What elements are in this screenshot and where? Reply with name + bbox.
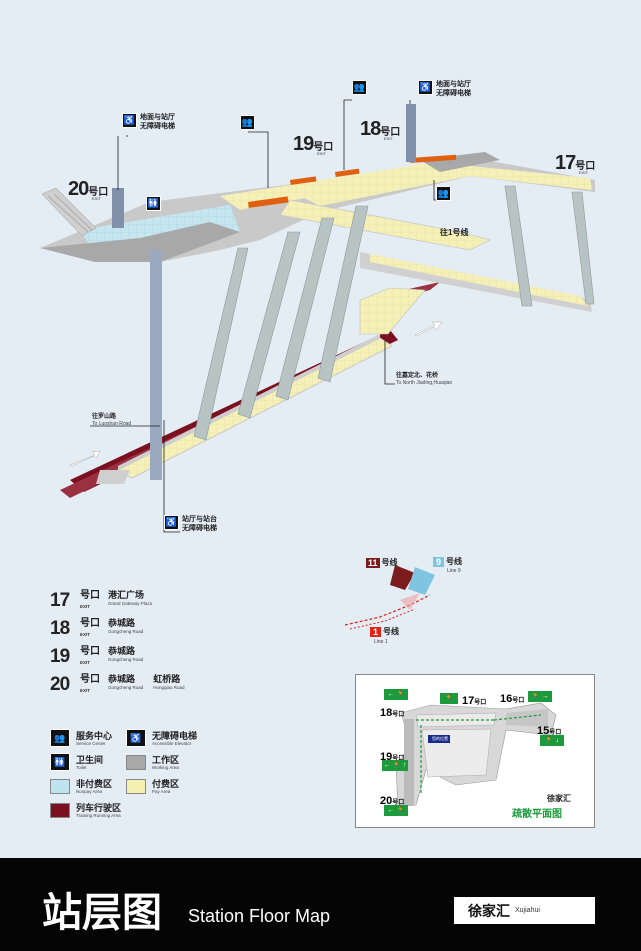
- exit-sign-left-icon: ← 🏃: [384, 805, 408, 816]
- exit-18-label: 18号口 EXIT: [360, 118, 401, 141]
- to-line1-label: 往1号线: [440, 228, 469, 237]
- evacuation-plan: 您的位置 17号口 16号口 15号口 18号口 19号口 20号口 ← 🏃 🏃…: [355, 674, 595, 828]
- accessible-elevator-icon: ♿: [164, 515, 179, 530]
- exit20-stairs: [41, 187, 97, 237]
- escalators: [193, 185, 595, 441]
- accessible-elevator-icon: ♿: [122, 113, 137, 128]
- line1-badge: 1 号线: [370, 627, 399, 637]
- footer-bar: 站层图 Station Floor Map 徐家汇 Xujiahui: [0, 858, 641, 951]
- line-mini-diagram: [344, 565, 435, 630]
- nonpay-swatch: [50, 778, 70, 794]
- line9-badge: 9 号线: [433, 557, 462, 567]
- station-3d-diagram: [40, 99, 595, 533]
- exit-sign-down-icon: 🏃 ↓: [540, 735, 564, 746]
- pay-swatch: [126, 778, 146, 794]
- plan-station-name: 徐家汇: [547, 794, 571, 803]
- to-luoshan-label: 往罗山路 To Luoshan Road: [92, 414, 132, 427]
- arrow-luoshan: [69, 450, 101, 467]
- line1-en: Line 1: [374, 639, 388, 645]
- toilet-icon: 🚻: [146, 196, 161, 211]
- working-swatch: [126, 754, 146, 770]
- service-center-icon: 👥: [352, 80, 367, 95]
- exit-sign-right-icon: 🏃 →: [528, 691, 552, 702]
- callout-elevator-right: ♿ 地面与站厅无障碍电梯: [418, 80, 471, 97]
- exit-sign-left-icon: ← 🏃: [384, 689, 408, 700]
- service-center-icon: 👥: [240, 115, 255, 130]
- plan-exit-18: 18号口: [380, 707, 405, 719]
- concourse-level: [40, 152, 595, 262]
- station-name-cn: 徐家汇: [468, 902, 510, 919]
- running-swatch: [50, 802, 70, 818]
- plan-exit-20: 20号口: [380, 795, 405, 807]
- plan-exit-16: 16号口: [500, 693, 525, 705]
- accessible-elevator-icon: ♿: [126, 729, 146, 747]
- exit-sign-up-icon: ← 🏃 ↑: [382, 760, 408, 771]
- line9-en: Line 9: [447, 568, 461, 574]
- service-center-icon: 👥: [436, 186, 451, 201]
- you-are-here: 您的位置: [432, 736, 448, 741]
- toilet-icon: 🚻: [50, 753, 70, 771]
- exit-20-label: 20号口 EXIT: [68, 178, 109, 201]
- fare-gates: [248, 154, 457, 208]
- callout-elevator-bottom: ♿ 站厅与站台无障碍电梯: [164, 515, 217, 532]
- service-center-icon: 👥: [50, 729, 70, 747]
- arrow-north: [414, 321, 443, 337]
- to-north-jiading-label: 往嘉定北、花桥 To North Jiading,Huaqiao: [396, 373, 453, 386]
- transfer-stair: [359, 287, 426, 335]
- footer-title-cn: 站层图: [42, 890, 162, 936]
- plan-exit-17: 17号口: [462, 695, 487, 707]
- exit-19-label: 19号口 EXIT: [293, 133, 334, 156]
- evacuation-plan-drawing: [395, 702, 557, 808]
- callout-elevator-left: ♿ 地面与站厅无障碍电梯: [122, 113, 175, 130]
- line11-badge: 11 号线: [366, 558, 398, 568]
- leader-lines: [90, 99, 444, 533]
- station-name-en: Xujiahui: [515, 907, 540, 914]
- footer-title-en: Station Floor Map: [188, 906, 331, 926]
- elevator-shafts: [112, 104, 416, 480]
- plan-title: 疏散平面图: [512, 809, 562, 820]
- plan-exit-15: 15号口: [537, 725, 562, 737]
- exit-17-label: 17号口 EXIT: [555, 152, 596, 175]
- accessible-elevator-icon: ♿: [418, 80, 433, 95]
- station-name-box: 徐家汇 Xujiahui: [454, 897, 595, 924]
- exit-sign-icon: 🏃: [440, 693, 458, 704]
